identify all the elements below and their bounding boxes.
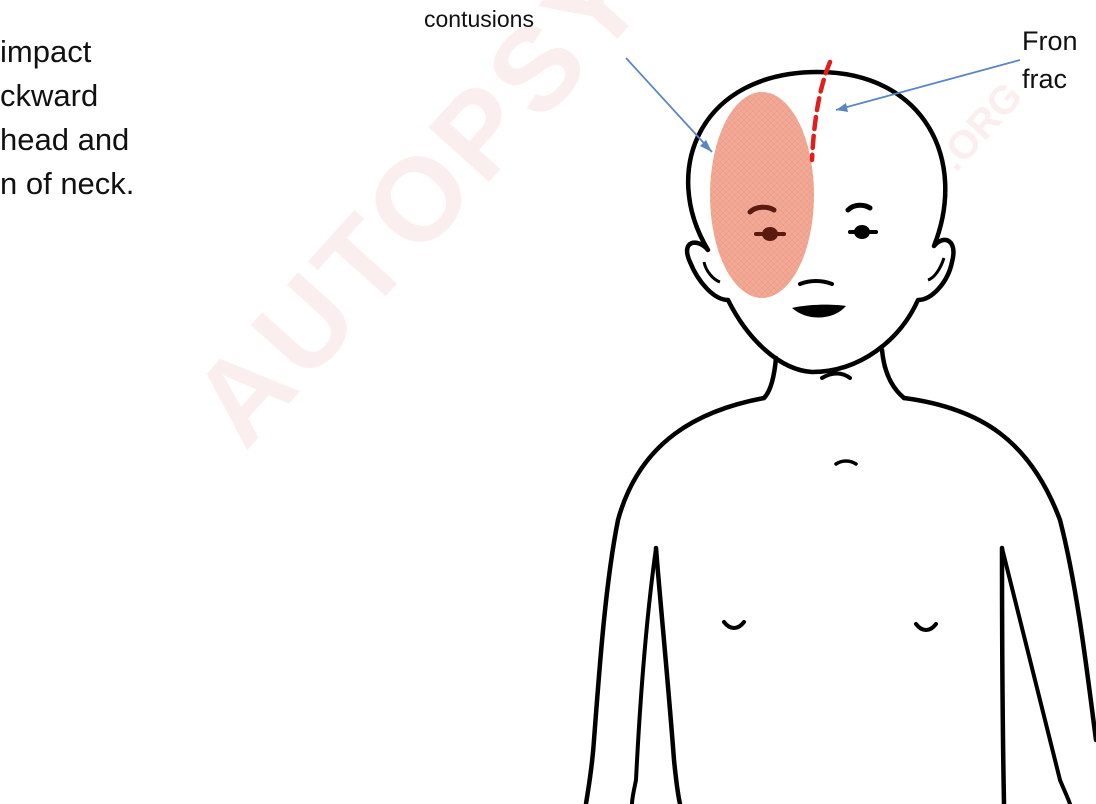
fracture-arrow bbox=[836, 60, 1020, 112]
neck-left bbox=[764, 358, 776, 398]
right-ear-detail bbox=[928, 258, 944, 280]
right-inner-arm bbox=[1002, 548, 1070, 804]
frontal-fracture-line bbox=[812, 62, 830, 160]
left-nipple bbox=[724, 622, 744, 628]
right-eyebrow bbox=[848, 205, 870, 210]
right-nipple bbox=[916, 624, 936, 630]
contusions-arrow bbox=[626, 58, 712, 152]
throat-crease bbox=[822, 374, 850, 379]
left-inner-arm bbox=[632, 548, 656, 804]
contusion-area bbox=[710, 92, 814, 298]
neck-right bbox=[882, 350, 904, 398]
left-shoulder-arm bbox=[586, 398, 764, 804]
suprasternal-notch bbox=[836, 461, 856, 464]
left-torso-side bbox=[656, 548, 680, 804]
mouth bbox=[792, 305, 846, 318]
left-pupil bbox=[762, 227, 778, 241]
nose bbox=[800, 281, 832, 284]
right-pupil bbox=[854, 225, 870, 239]
right-torso-side bbox=[1002, 548, 1004, 804]
left-ear-detail bbox=[704, 262, 720, 282]
